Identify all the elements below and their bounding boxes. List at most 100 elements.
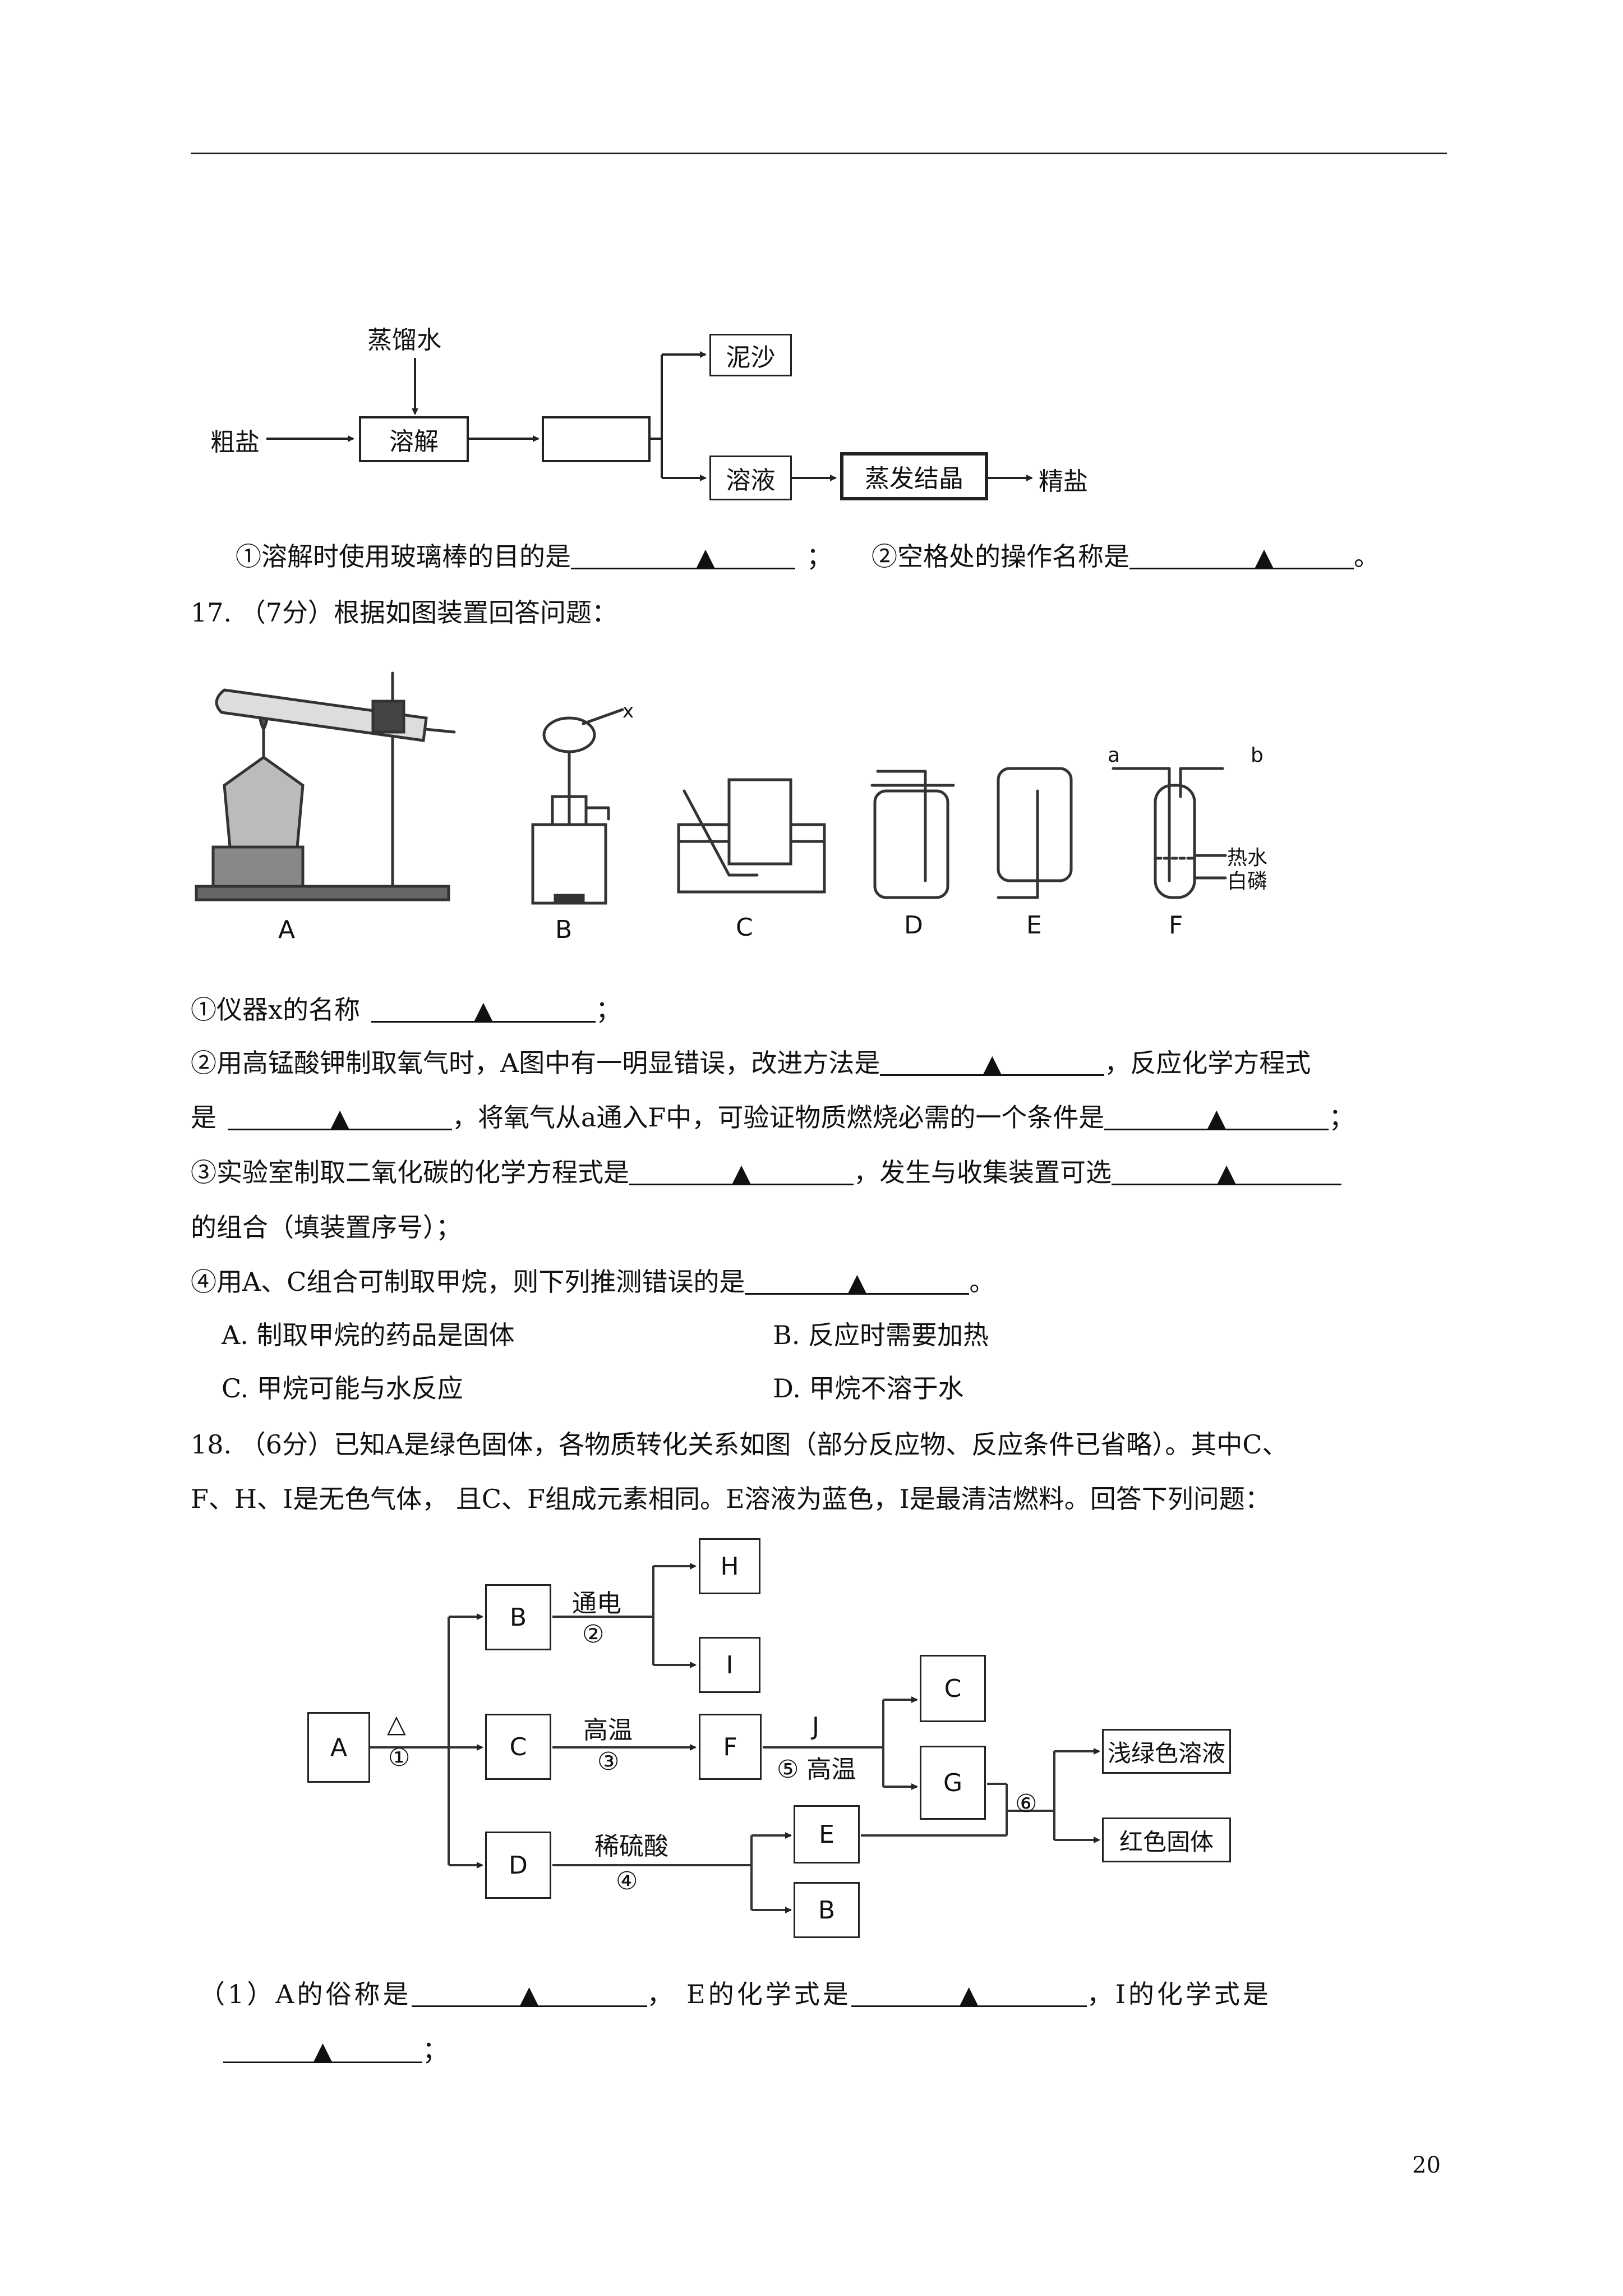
q17-s2-line2: 是 ▲ ，将氧气从a通入F中，可验证物质燃烧必需的一个条件是 ▲ ； xyxy=(191,1101,1354,1134)
q17-option-C[interactable]: C. 甲烷可能与水反应 xyxy=(222,1373,463,1404)
answer-blank-q17-7[interactable]: ▲ xyxy=(745,1265,970,1297)
answer-blank-q16-1[interactable]: ▲ xyxy=(571,540,795,572)
node-F: F xyxy=(699,1714,762,1780)
sand-box: 泥沙 xyxy=(709,334,792,376)
q17-s3-text-a: ③实验室制取二氧化碳的化学方程式是 xyxy=(191,1157,629,1188)
q18-s1-line1: （1）A的俗称是 ▲ ， E的化学式是 ▲ ，I的化学式是 xyxy=(199,1977,1271,2011)
reaction-3: ③ xyxy=(597,1747,620,1776)
triangle-marker-icon: ▲ xyxy=(474,996,493,1025)
refined-salt-label: 精盐 xyxy=(1039,467,1088,496)
q17-s4-text: ④用A、C组合可制取甲烷，则下列推测错误的是 xyxy=(191,1267,745,1297)
node-green-solution: 浅绿色溶液 xyxy=(1102,1729,1231,1774)
answer-blank-q17-2[interactable]: ▲ xyxy=(880,1046,1105,1078)
q17-s1-end: ； xyxy=(595,995,621,1025)
triangle-marker-icon: ▲ xyxy=(732,1159,751,1188)
q18-s1-text-c: ，I的化学式是 xyxy=(1086,1979,1271,2009)
triangle-marker-icon: ▲ xyxy=(313,2037,333,2065)
triangle-marker-icon: ▲ xyxy=(696,543,715,572)
q16-end: 。 xyxy=(1354,541,1380,572)
apparatus-label-E: E xyxy=(1026,911,1042,940)
q17-option-D[interactable]: D. 甲烷不溶于水 xyxy=(773,1373,964,1404)
apparatus-label-C: C xyxy=(736,913,753,942)
pipe-a-label: a xyxy=(1108,744,1121,767)
triangle-marker-icon: ▲ xyxy=(1207,1104,1227,1133)
solution-box: 溶液 xyxy=(709,455,792,500)
reaction-4: ④ xyxy=(616,1867,638,1895)
answer-blank-q18-2[interactable]: ▲ xyxy=(851,1977,1087,2009)
apparatus-label-D: D xyxy=(904,911,923,940)
apparatus-label-A: A xyxy=(278,915,296,944)
node-D: D xyxy=(485,1832,551,1899)
q16-line: ①溶解时使用玻璃棒的目的是▲；②空格处的操作名称是▲。 xyxy=(236,540,1380,573)
node-A: A xyxy=(307,1712,370,1783)
q17-option-B[interactable]: B. 反应时需要加热 xyxy=(773,1320,989,1350)
q17-s3-line2: 的组合（填装置序号）； xyxy=(191,1212,462,1243)
q17-s2-line1: ②用高锰酸钾制取氧气时，A图中有一明显错误，改进方法是 ▲ ，反应化学方程式 xyxy=(191,1046,1311,1080)
q18-s1-end: ； xyxy=(422,2035,448,2065)
q17-s2-text-d: ，将氧气从a通入F中，可验证物质燃烧必需的一个条件是 xyxy=(452,1102,1105,1133)
q17-s4-end: 。 xyxy=(969,1267,995,1297)
node-B2: B xyxy=(794,1882,860,1938)
distilled-water-label: 蒸馏水 xyxy=(367,326,441,355)
node-C2: C xyxy=(920,1655,986,1722)
q17-s2-text-a: ②用高锰酸钾制取氧气时，A图中有一明显错误，改进方法是 xyxy=(191,1048,880,1078)
q17-option-A[interactable]: A. 制取甲烷的药品是固体 xyxy=(222,1320,515,1350)
page-number: 20 xyxy=(1412,2152,1441,2178)
triangle-marker-icon: ▲ xyxy=(330,1104,349,1133)
q17-s1: ①仪器x的名称 ▲ ； xyxy=(191,993,621,1027)
dilute-acid-label: 稀硫酸 xyxy=(594,1832,668,1861)
node-G: G xyxy=(920,1746,986,1820)
answer-blank-q17-6[interactable]: ▲ xyxy=(1112,1156,1341,1188)
node-E: E xyxy=(794,1805,860,1864)
q18-s1-text-b: ， E的化学式是 xyxy=(647,1979,851,2009)
triangle-marker-icon: ▲ xyxy=(519,1981,539,2009)
q16-part2: ②空格处的操作名称是 xyxy=(872,541,1129,572)
node-B: B xyxy=(485,1584,551,1650)
q17-s2-text-c: 是 xyxy=(191,1102,216,1133)
dissolve-box: 溶解 xyxy=(359,416,469,462)
heat-symbol: △ xyxy=(387,1710,406,1738)
high-temp-label-3: 高温 xyxy=(583,1716,633,1745)
answer-blank-q17-4[interactable]: ▲ xyxy=(1104,1101,1329,1133)
pipe-b-label: b xyxy=(1251,744,1264,767)
q17-s3-line1: ③实验室制取二氧化碳的化学方程式是▲，发生与收集装置可选▲ xyxy=(191,1156,1341,1189)
answer-blank-q17-5[interactable]: ▲ xyxy=(629,1156,854,1188)
q17-s2-text-b: ，反应化学方程式 xyxy=(1104,1048,1311,1078)
reagent-J: J xyxy=(812,1712,819,1741)
q17-s1-text: ①仪器x的名称 xyxy=(191,995,360,1025)
q18-s1-line2: ▲； xyxy=(223,2033,448,2067)
answer-blank-q18-1[interactable]: ▲ xyxy=(411,1977,647,2009)
q17-s3-text-b: ，发生与收集装置可选 xyxy=(854,1157,1112,1188)
triangle-marker-icon: ▲ xyxy=(847,1268,867,1297)
q18-s1-text-a: （1）A的俗称是 xyxy=(199,1979,412,2009)
answer-blank-q17-1[interactable]: ▲ xyxy=(371,993,596,1025)
node-red-solid: 红色固体 xyxy=(1102,1818,1231,1862)
apparatus-label-B: B xyxy=(555,915,573,944)
node-I: I xyxy=(699,1637,760,1693)
empty-operation-box xyxy=(542,416,651,462)
node-H: H xyxy=(699,1538,760,1594)
electrolysis-label: 通电 xyxy=(572,1589,621,1618)
q17-s2-end: ； xyxy=(1329,1102,1355,1133)
q17-title: 17. （7分）根据如图装置回答问题： xyxy=(191,597,618,628)
hot-water-label: 热水 xyxy=(1227,846,1268,869)
q16-sep: ； xyxy=(806,541,832,572)
triangle-marker-icon: ▲ xyxy=(959,1981,979,2009)
evaporate-box: 蒸发结晶 xyxy=(840,452,988,500)
reaction-2: ② xyxy=(582,1620,605,1649)
reaction-6: ⑥ xyxy=(1015,1789,1038,1818)
reaction-1: ① xyxy=(388,1743,411,1772)
triangle-marker-icon: ▲ xyxy=(983,1050,1002,1078)
answer-blank-q18-3[interactable]: ▲ xyxy=(223,2033,422,2065)
white-phosphorus-label: 白磷 xyxy=(1227,870,1268,893)
crude-salt-label: 粗盐 xyxy=(210,428,260,457)
answer-blank-q16-2[interactable]: ▲ xyxy=(1129,540,1354,572)
answer-blank-q17-3[interactable]: ▲ xyxy=(228,1101,452,1133)
node-C: C xyxy=(485,1714,551,1780)
reaction-5: ⑤ 高温 xyxy=(777,1755,856,1784)
q18-intro-line2: F、H、I是无色气体， 且C、F组成元素相同。E溶液为蓝色，I是最清洁燃料。回答… xyxy=(191,1484,1271,1514)
q16-part1: ①溶解时使用玻璃棒的目的是 xyxy=(236,541,571,572)
